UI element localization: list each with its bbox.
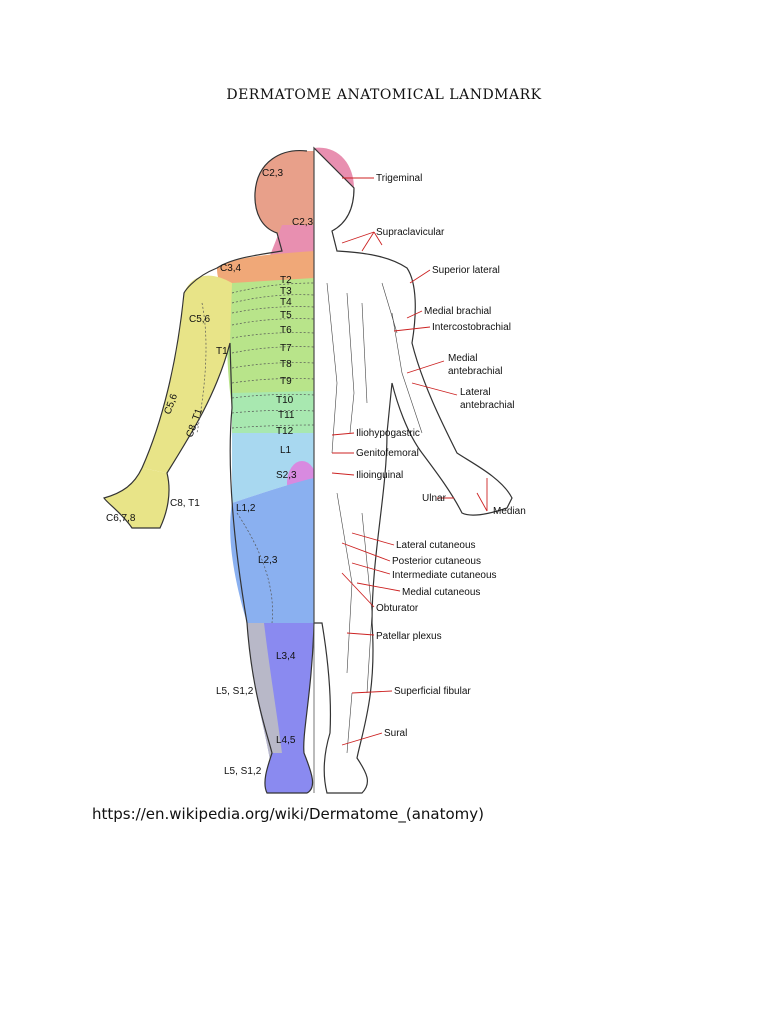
label-t9: T9 (280, 376, 292, 387)
arm-region (142, 275, 232, 473)
label-superficial-fibular: Superficial fibular (394, 686, 471, 697)
label-ulnar: Ulnar (422, 493, 447, 504)
leader-lines (331, 177, 488, 746)
label-lateral-antebrachial-1: Lateral (460, 387, 491, 398)
label-medial-brachial: Medial brachial (424, 306, 491, 317)
dermatome-figure: C2,3 C2,3 C3,4 T2 T3 T4 T5 T6 T7 T8 T9 T… (92, 133, 542, 803)
label-t5: T5 (280, 310, 292, 321)
label-c56: C5,6 (189, 314, 211, 325)
source-url[interactable]: https://en.wikipedia.org/wiki/Dermatome_… (92, 805, 484, 823)
right-body-outline (313, 146, 513, 794)
label-intermediate-cutaneous: Intermediate cutaneous (392, 570, 497, 581)
label-l5s12-lower: L5, S1,2 (224, 766, 262, 777)
label-t8: T8 (280, 359, 292, 370)
label-c678: C6,7,8 (106, 513, 136, 524)
label-posterior-cutaneous: Posterior cutaneous (392, 556, 481, 567)
groin-region (232, 433, 314, 503)
abdomen-region (232, 391, 314, 433)
label-intercostobrachial: Intercostobrachial (432, 322, 511, 333)
label-t11: T11 (278, 410, 295, 421)
label-t4: T4 (280, 297, 292, 308)
label-lateral-cutaneous: Lateral cutaneous (396, 540, 476, 551)
label-t10: T10 (276, 395, 294, 406)
dermatome-diagram: C2,3 C2,3 C3,4 T2 T3 T4 T5 T6 T7 T8 T9 T… (103, 146, 526, 794)
label-l1: L1 (280, 445, 292, 456)
label-ilioinguinal: Ilioinguinal (356, 470, 403, 481)
label-genitofemoral: Genitofemoral (356, 448, 419, 459)
label-medial-antebrachial-2: antebrachial (448, 366, 502, 377)
label-c34: C3,4 (220, 263, 242, 274)
label-median: Median (493, 506, 526, 517)
label-l45: L4,5 (276, 735, 296, 746)
label-t2: T2 (280, 275, 292, 286)
label-c23-head: C2,3 (262, 168, 284, 179)
label-l12: L1,2 (236, 503, 256, 514)
label-c23-neck: C2,3 (292, 217, 314, 228)
thigh-region (230, 478, 314, 623)
label-supraclavicular: Supraclavicular (376, 227, 445, 238)
label-superior-lateral: Superior lateral (432, 265, 500, 276)
label-trigeminal: Trigeminal (376, 173, 422, 184)
label-c8t1-hand: C8, T1 (170, 498, 200, 509)
label-t7: T7 (280, 343, 292, 354)
label-l23: L2,3 (258, 555, 278, 566)
lateral-leg-region (247, 623, 282, 773)
label-sural: Sural (384, 728, 407, 739)
hand-region (104, 468, 170, 528)
label-s23: S2,3 (276, 470, 297, 481)
label-t6: T6 (280, 325, 292, 336)
label-lateral-antebrachial-2: antebrachial (460, 400, 514, 411)
label-l34: L3,4 (276, 651, 296, 662)
label-l5s12-upper: L5, S1,2 (216, 686, 254, 697)
label-medial-cutaneous: Medial cutaneous (402, 587, 480, 598)
dermatome-boundaries (196, 282, 315, 624)
label-t3: T3 (280, 286, 292, 297)
foot-region (264, 753, 313, 793)
label-t1: T1 (216, 346, 228, 357)
label-patellar-plexus: Patellar plexus (376, 631, 442, 642)
label-medial-antebrachial-1: Medial (448, 353, 477, 364)
label-iliohypogastric: Iliohypogastric (356, 428, 420, 439)
document-title: DERMATOME ANATOMICAL LANDMARK (226, 87, 542, 103)
label-t12: T12 (276, 426, 294, 437)
left-body-outline (103, 149, 315, 794)
label-obturator: Obturator (376, 603, 419, 614)
chest-region (227, 278, 314, 408)
